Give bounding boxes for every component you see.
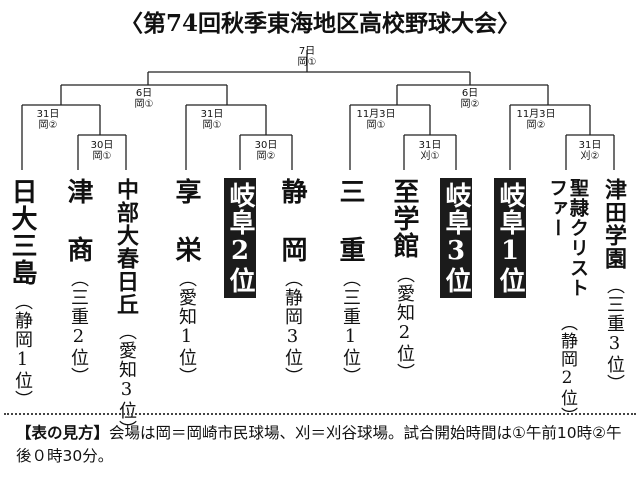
team-qualifier: （三重1位） bbox=[340, 269, 361, 386]
team-slot-7: 三 重 （三重1位） bbox=[331, 178, 369, 386]
team-qualifier: （三重3位） bbox=[604, 276, 625, 393]
match-venue: 刈① bbox=[420, 151, 440, 162]
team-slot-5: 岐阜2位 bbox=[221, 178, 259, 304]
team-name: 三 重 bbox=[335, 178, 365, 263]
match-date: 6日 bbox=[461, 88, 479, 99]
legend-note: 【表の見方】会場は岡＝岡崎市民球場、刈＝刈谷球場。試合開始時間は①午前10時②午… bbox=[16, 422, 628, 468]
team-slot-3: 中部大春日丘 （愛知3位） bbox=[107, 178, 145, 439]
match-venue: 岡① bbox=[202, 120, 222, 131]
match-r1-2-label: 30日 岡② bbox=[236, 140, 296, 162]
match-date: 11月3日 bbox=[356, 109, 396, 120]
match-date: 6日 bbox=[135, 88, 153, 99]
match-venue: 岡② bbox=[256, 151, 276, 162]
team-qualifier: （愛知1位） bbox=[176, 269, 197, 386]
match-qf1-label: 31日 岡② bbox=[18, 109, 78, 131]
match-date: 30日 bbox=[254, 140, 278, 151]
team-slot-6: 静 岡 （静岡3位） bbox=[273, 178, 311, 386]
team-qualifier: （愛知3位） bbox=[116, 322, 137, 439]
team-slot-2: 津 商 （三重2位） bbox=[59, 178, 97, 386]
match-final-label: 7日 岡① bbox=[277, 46, 337, 68]
match-r1-3-label: 31日 刈① bbox=[400, 140, 460, 162]
team-slot-1: 日大三島 （静岡1位） bbox=[3, 178, 41, 409]
team-name: 岐阜3位 bbox=[440, 178, 472, 298]
match-r1-4-label: 31日 刈② bbox=[560, 140, 620, 162]
match-semi-right-label: 6日 岡② bbox=[440, 88, 500, 110]
team-slot-11: 聖隷クリストファー （静岡2位） bbox=[546, 178, 589, 425]
page-title: 〈第74回秋季東海地区高校野球大会〉 bbox=[119, 10, 520, 37]
match-date: 31日 bbox=[36, 109, 60, 120]
team-name: 至学館 bbox=[389, 178, 419, 259]
match-venue: 岡② bbox=[38, 120, 58, 131]
match-date: 31日 bbox=[418, 140, 442, 151]
match-r1-1-label: 30日 岡① bbox=[72, 140, 132, 162]
team-name: 中部大春日丘 bbox=[113, 178, 139, 316]
match-qf2-label: 31日 岡① bbox=[182, 109, 242, 131]
match-venue: 岡② bbox=[526, 120, 546, 131]
team-slot-10: 岐阜1位 bbox=[491, 178, 529, 304]
team-name: 津田学園 bbox=[601, 178, 627, 270]
team-qualifier: （愛知2位） bbox=[394, 265, 415, 382]
match-date: 31日 bbox=[578, 140, 602, 151]
match-date: 11月3日 bbox=[516, 109, 556, 120]
match-venue: 岡① bbox=[366, 120, 386, 131]
match-semi-left-label: 6日 岡① bbox=[114, 88, 174, 110]
team-name: 享 栄 bbox=[171, 178, 201, 263]
dotted-divider bbox=[4, 413, 636, 415]
team-slot-12: 津田学園 （三重3位） bbox=[595, 178, 633, 393]
team-name: 静 岡 bbox=[277, 178, 307, 263]
team-slot-8: 至学館 （愛知2位） bbox=[385, 178, 423, 382]
match-venue: 刈② bbox=[580, 151, 600, 162]
team-name: 岐阜1位 bbox=[494, 178, 526, 298]
team-name: 聖隷クリストファー bbox=[546, 178, 589, 298]
team-slot-9: 岐阜3位 bbox=[437, 178, 475, 304]
match-qf3-label: 11月3日 岡① bbox=[346, 109, 406, 131]
team-name: 日大三島 bbox=[7, 178, 37, 286]
match-venue: 岡② bbox=[460, 99, 480, 110]
match-venue: 岡① bbox=[92, 151, 112, 162]
match-venue: 岡① bbox=[134, 99, 154, 110]
legend-heading: 【表の見方】 bbox=[16, 424, 110, 442]
team-qualifier: （三重2位） bbox=[68, 269, 89, 386]
match-date: 7日 bbox=[298, 46, 316, 57]
team-name: 岐阜2位 bbox=[224, 178, 256, 298]
match-date: 31日 bbox=[200, 109, 224, 120]
team-slot-4: 享 栄 （愛知1位） bbox=[167, 178, 205, 386]
team-qualifier: （静岡1位） bbox=[12, 292, 33, 409]
team-qualifier: （静岡2位） bbox=[557, 314, 577, 425]
team-name: 津 商 bbox=[63, 178, 93, 263]
match-qf4-label: 11月3日 岡② bbox=[506, 109, 566, 131]
match-venue: 岡① bbox=[297, 57, 317, 68]
team-qualifier: （静岡3位） bbox=[282, 269, 303, 386]
legend-text: 会場は岡＝岡崎市民球場、刈＝刈谷球場。試合開始時間は①午前10時②午後０時30分… bbox=[16, 424, 622, 465]
match-date: 30日 bbox=[90, 140, 114, 151]
